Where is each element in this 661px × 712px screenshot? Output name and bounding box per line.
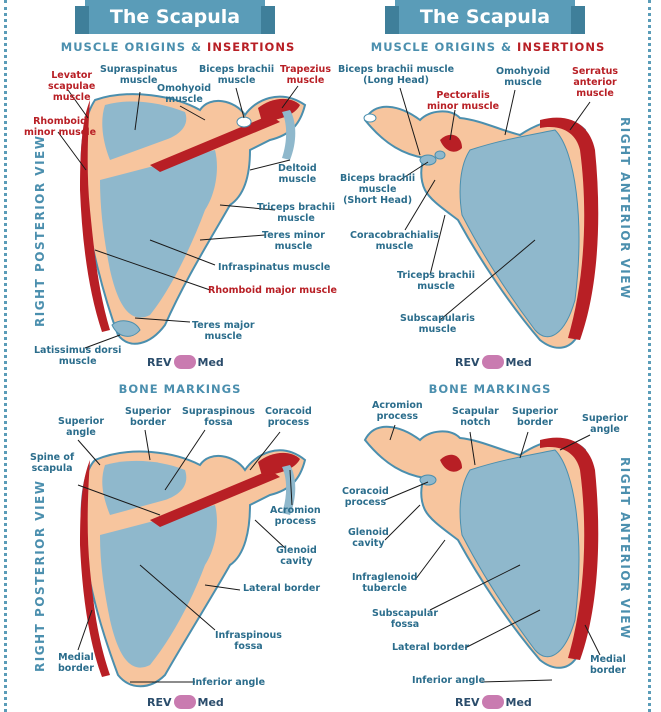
tl-teres-major xyxy=(111,320,141,337)
section-bone-markings-left: BONE MARKINGS xyxy=(118,382,242,396)
bl-glenoid-label: Glenoid cavity xyxy=(276,545,317,567)
br-superior-angle-label: Superior angle xyxy=(582,413,629,435)
subtitle-left: MUSCLE ORIGINS & INSERTIONS xyxy=(60,40,296,54)
tl-infraspinatus-area xyxy=(100,150,217,318)
bl-spine-label: Spine of scapula xyxy=(30,452,75,474)
br-subscapular-label: Subscapular fossa xyxy=(372,608,439,630)
tr-biceps-short-label: Biceps brachii muscle (Short Head) xyxy=(340,173,416,206)
title-right: The Scapula xyxy=(419,6,551,28)
tr-subscapularis xyxy=(459,129,580,338)
bl-supraspinous-label: Supraspinous fossa xyxy=(182,406,255,428)
tl-biceps-point xyxy=(236,116,252,128)
right-dotted-border xyxy=(648,0,657,712)
br-inferior-angle-label: Inferior angle xyxy=(412,675,486,686)
bl-acromion-label: Acromion process xyxy=(270,505,321,527)
br-infraglenoid-label: Infraglenoid tubercle xyxy=(352,572,418,594)
section-bone-markings-right: BONE MARKINGS xyxy=(428,382,552,396)
br-acromion-label: Acromion process xyxy=(372,400,423,422)
tr-leader-lines xyxy=(399,87,591,321)
bl-superior-border-label: Superior border xyxy=(125,406,172,428)
subtitle-right: MUSCLE ORIGINS & INSERTIONS xyxy=(370,40,606,54)
pig-icon xyxy=(173,355,196,369)
bl-medial-border-label: Medial border xyxy=(58,652,94,674)
tr-coracobrachialis-label: Coracobrachialis muscle xyxy=(350,230,439,252)
tr-pectoralis-red xyxy=(440,134,462,152)
br-scapular-notch-label: Scapular notch xyxy=(452,406,499,428)
tl-biceps-label: Biceps brachii muscle xyxy=(199,64,275,86)
tr-biceps-long xyxy=(363,113,377,123)
pig-icon xyxy=(481,695,504,709)
title-left: The Scapula xyxy=(109,6,241,28)
tr-serratus-label: Serratus anterior muscle xyxy=(572,66,619,99)
bl-infraspinous-fossa xyxy=(100,505,217,668)
tr-subscapularis-label: Subscapularis muscle xyxy=(400,313,475,335)
tr-serratus-red xyxy=(540,117,599,340)
scapula-posterior-muscles xyxy=(57,85,307,349)
br-lateral-border-label: Lateral border xyxy=(392,642,470,653)
tl-rhomboid-red xyxy=(80,100,110,332)
tl-infraspinatus-label: Infraspinatus muscle xyxy=(218,262,331,273)
br-leader-lines xyxy=(384,424,601,683)
tl-spine-trapezius-red xyxy=(150,115,280,172)
scapula-anterior-muscles xyxy=(363,87,599,349)
tr-biceps-short xyxy=(419,154,437,166)
tl-latissimus-label: Latissimus dorsi muscle xyxy=(34,345,122,367)
br-glenoid-label: Glenoid cavity xyxy=(348,527,389,549)
tr-triceps-label: Triceps brachii muscle xyxy=(397,270,476,292)
scapula-posterior-markings xyxy=(77,429,307,688)
br-coracoid-red xyxy=(440,454,462,472)
pig-icon xyxy=(173,695,196,709)
br-coracoid-label: Coracoid process xyxy=(342,486,389,508)
bl-coracoid-label: Coracoid process xyxy=(265,406,312,428)
pig-icon xyxy=(481,355,504,369)
title-banner-right: The Scapula xyxy=(385,0,585,34)
br-glenoid-blue xyxy=(419,474,437,486)
tr-omohyoid-label: Omohyoid muscle xyxy=(496,66,551,88)
bl-lateral-border-label: Lateral border xyxy=(243,583,321,594)
tl-deltoid-label: Deltoid muscle xyxy=(278,163,317,185)
br-subscapular-fossa xyxy=(459,449,580,658)
tl-teres-minor-label: Teres minor muscle xyxy=(262,230,325,252)
bl-inferior-angle-label: Inferior angle xyxy=(192,677,266,688)
bl-infraspinous-label: Infraspinous fossa xyxy=(215,630,282,652)
tl-supraspinatus-label: Supraspinatus muscle xyxy=(100,64,178,86)
bl-superior-angle-label: Superior angle xyxy=(58,416,105,438)
tl-levator-label: Levator scapulae muscle xyxy=(48,70,96,103)
tl-teres-major-label: Teres major muscle xyxy=(192,320,255,342)
bl-leader-lines xyxy=(77,429,293,683)
br-medial-red xyxy=(540,437,599,660)
tl-omohyoid-label: Omohyoid muscle xyxy=(157,83,212,105)
br-superior-border-label: Superior border xyxy=(512,406,559,428)
tl-rhomboid-minor-label: Rhomboid minor muscle xyxy=(24,116,97,138)
bl-acromion-red xyxy=(258,452,300,476)
tl-supraspinatus-area xyxy=(102,101,187,160)
tr-coracobrachialis xyxy=(434,150,446,160)
scapula-anterior-markings xyxy=(363,424,601,683)
tl-trapezius-red xyxy=(258,98,300,122)
tl-leader-lines xyxy=(57,85,299,349)
left-dotted-border xyxy=(4,0,13,712)
tr-pectoralis-label: Pectoralis minor muscle xyxy=(427,90,500,112)
tl-rhomboid-major-label: Rhomboid major muscle xyxy=(208,285,337,296)
br-medial-border-label: Medial border xyxy=(590,654,626,676)
tl-triceps-label: Triceps brachii muscle xyxy=(257,202,336,224)
bl-medial-red xyxy=(80,460,110,677)
title-banner-left: The Scapula xyxy=(75,0,275,34)
bl-spine-red xyxy=(150,470,280,527)
tr-biceps-long-label: Biceps brachii muscle (Long Head) xyxy=(338,64,455,86)
tl-trapezius-label: Trapezius muscle xyxy=(280,64,331,86)
tl-deltoid-blue xyxy=(282,110,296,160)
